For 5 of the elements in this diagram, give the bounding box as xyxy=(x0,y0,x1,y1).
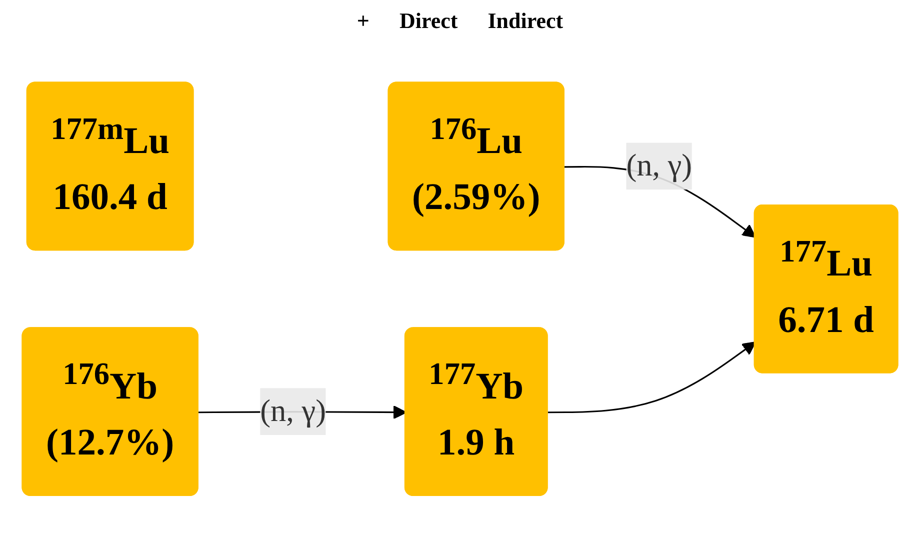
note-text: Indirect xyxy=(488,8,564,34)
edge-label: (n, γ) xyxy=(626,149,692,184)
note-text: Direct xyxy=(399,8,458,34)
edge-label: (n, γ) xyxy=(260,394,326,429)
note-text: + xyxy=(356,8,370,34)
